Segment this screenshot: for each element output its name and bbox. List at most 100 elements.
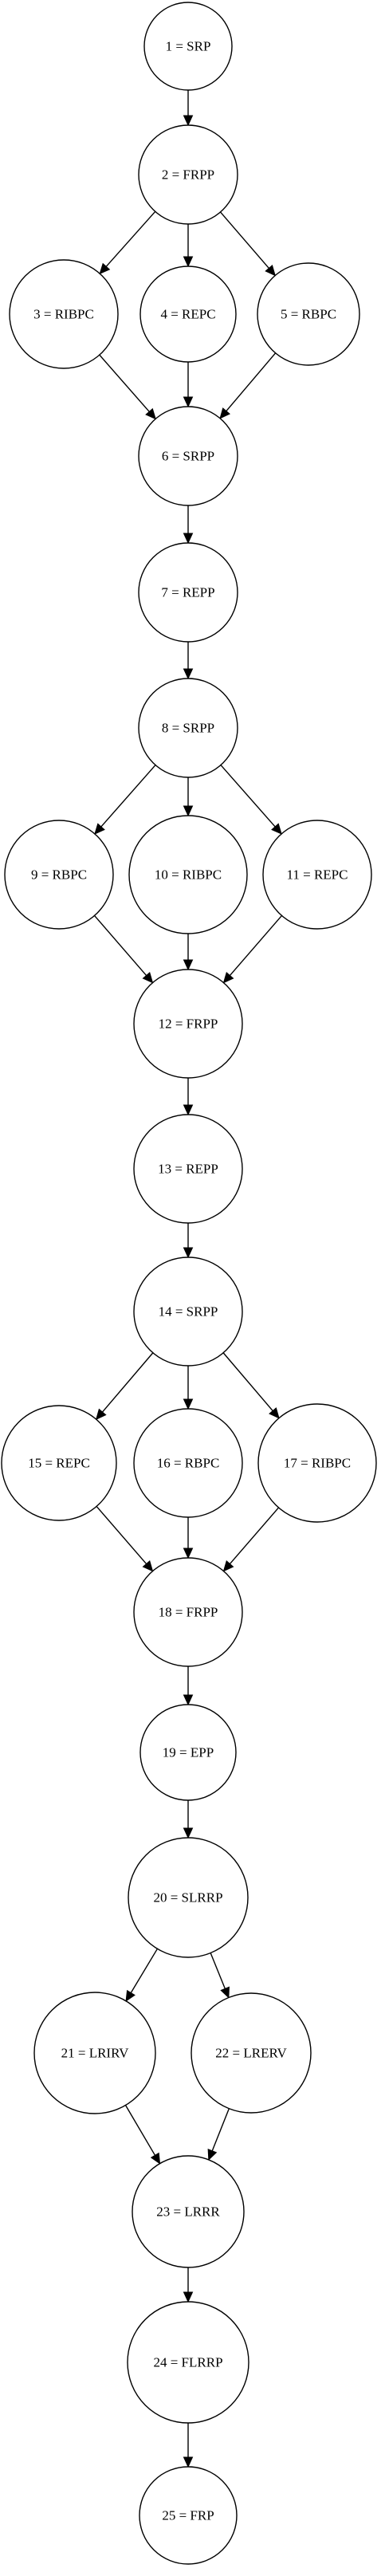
arrowhead-24-to-25 (183, 2456, 194, 2468)
node-circle (4, 820, 114, 930)
arrowhead-23-to-24 (183, 2291, 194, 2303)
node-label: 10 = RIBPC (155, 867, 222, 883)
edge-11-to-12 (229, 914, 283, 976)
node-label: 11 = REPC (287, 867, 348, 883)
node-label: 19 = EPP (163, 1745, 214, 1760)
node-circle (9, 259, 119, 369)
node-label: 13 = REPP (158, 1162, 218, 1177)
node-label: 21 = LRIRV (61, 2046, 129, 2061)
node-label: 2 = FRPP (162, 167, 214, 183)
arrowhead-14-to-17 (269, 1407, 280, 1419)
arrowhead-15-to-18 (142, 1560, 154, 1572)
node-circle (257, 262, 360, 366)
arrowhead-11-to-12 (222, 972, 234, 984)
node-circle (139, 1704, 237, 1801)
edge-14-to-17 (222, 1352, 273, 1412)
node-2: 2 = FRPP (138, 124, 238, 225)
node-4: 4 = REPC (139, 265, 237, 363)
node-label: 5 = RBPC (281, 307, 336, 322)
node-25: 25 = FRP (139, 2466, 238, 2565)
arrowhead-20-to-22 (220, 1986, 230, 1999)
node-label: 25 = FRP (162, 2508, 214, 2523)
node-circle (33, 1992, 156, 2114)
node-14: 14 = SRPP (133, 1257, 243, 1367)
node-1: 1 = SRP (143, 2, 233, 91)
node-3: 3 = RIBPC (9, 259, 119, 369)
edge-5-to-6 (226, 352, 277, 412)
arrowhead-12-to-13 (183, 1104, 194, 1116)
arrowhead-17-to-18 (222, 1560, 234, 1572)
node-label: 23 = LRRR (156, 2204, 220, 2220)
arrowhead-2-to-3 (99, 262, 111, 275)
edge-3-to-6 (99, 354, 150, 412)
edge-20-to-21 (130, 1948, 159, 1993)
arrowhead-13-to-14 (183, 1247, 194, 1259)
edge-21-to-23 (124, 2105, 156, 2156)
node-label: 16 = RBPC (157, 1456, 220, 1471)
node-13: 13 = REPP (133, 1114, 243, 1224)
arrowhead-5-to-6 (219, 407, 230, 419)
arrowhead-9-to-12 (142, 972, 154, 984)
node-circle (1, 1405, 117, 1521)
node-circle (133, 1114, 243, 1224)
edge-8-to-11 (220, 765, 276, 828)
node-17: 17 = RIBPC (257, 1403, 377, 1523)
node-label: 18 = FRPP (159, 1605, 218, 1620)
node-label: 14 = SRPP (159, 1304, 218, 1319)
node-18: 18 = FRPP (133, 1557, 243, 1667)
node-16: 16 = RBPC (133, 1408, 243, 1518)
edge-9-to-12 (93, 914, 147, 976)
arrowhead-14-to-15 (95, 1408, 107, 1421)
edge-17-to-18 (229, 1507, 280, 1564)
node-circle (262, 820, 372, 930)
arrowhead-21-to-23 (150, 2152, 161, 2165)
edges-layer (93, 90, 283, 2468)
node-9: 9 = RBPC (4, 820, 114, 930)
node-circle (138, 406, 238, 506)
node-5: 5 = RBPC (257, 262, 360, 366)
node-label: 1 = SRP (166, 39, 211, 54)
arrowhead-14-to-16 (183, 1398, 194, 1410)
node-15: 15 = REPC (1, 1405, 117, 1521)
arrowhead-6-to-7 (183, 533, 194, 545)
node-19: 19 = EPP (139, 1704, 237, 1801)
node-21: 21 = LRIRV (33, 1992, 156, 2114)
node-label: 15 = REPC (28, 1456, 90, 1471)
node-circle (133, 1257, 243, 1367)
node-circle (138, 678, 238, 778)
node-12: 12 = FRPP (133, 969, 243, 1079)
node-circle (133, 969, 243, 1079)
arrowhead-22-to-23 (207, 2149, 218, 2161)
arrowhead-4-to-6 (183, 396, 194, 408)
edge-8-to-9 (100, 765, 156, 828)
node-label: 24 = FLRRP (153, 2355, 222, 2370)
arrowhead-8-to-9 (94, 823, 105, 835)
node-circle (138, 542, 238, 643)
node-10: 10 = RIBPC (128, 815, 248, 934)
node-6: 6 = SRPP (138, 406, 238, 506)
node-8: 8 = SRPP (138, 678, 238, 778)
node-label: 6 = SRPP (162, 449, 214, 464)
node-circle (128, 815, 248, 934)
node-circle (257, 1403, 377, 1523)
arrowhead-19-to-20 (183, 1827, 194, 1839)
node-label: 3 = RIBPC (33, 307, 94, 322)
node-circle (133, 1557, 243, 1667)
node-label: 17 = RIBPC (284, 1456, 351, 1471)
node-label: 7 = REPP (161, 585, 214, 600)
node-circle (127, 2301, 249, 2424)
arrowhead-7-to-8 (183, 668, 194, 680)
arrowhead-20-to-21 (125, 1989, 136, 2002)
edge-2-to-5 (219, 211, 269, 269)
node-circle (132, 2155, 245, 2268)
node-label: 12 = FRPP (159, 1017, 218, 1032)
arrowhead-18-to-19 (183, 1694, 194, 1706)
arrowhead-8-to-10 (183, 805, 194, 817)
arrowhead-8-to-11 (271, 823, 282, 835)
arrowhead-10-to-12 (183, 959, 194, 971)
edge-15-to-18 (96, 1505, 147, 1564)
node-24: 24 = FLRRP (127, 2301, 249, 2424)
node-22: 22 = LRERV (191, 1992, 312, 2114)
node-label: 20 = SLRRP (153, 1890, 222, 1905)
